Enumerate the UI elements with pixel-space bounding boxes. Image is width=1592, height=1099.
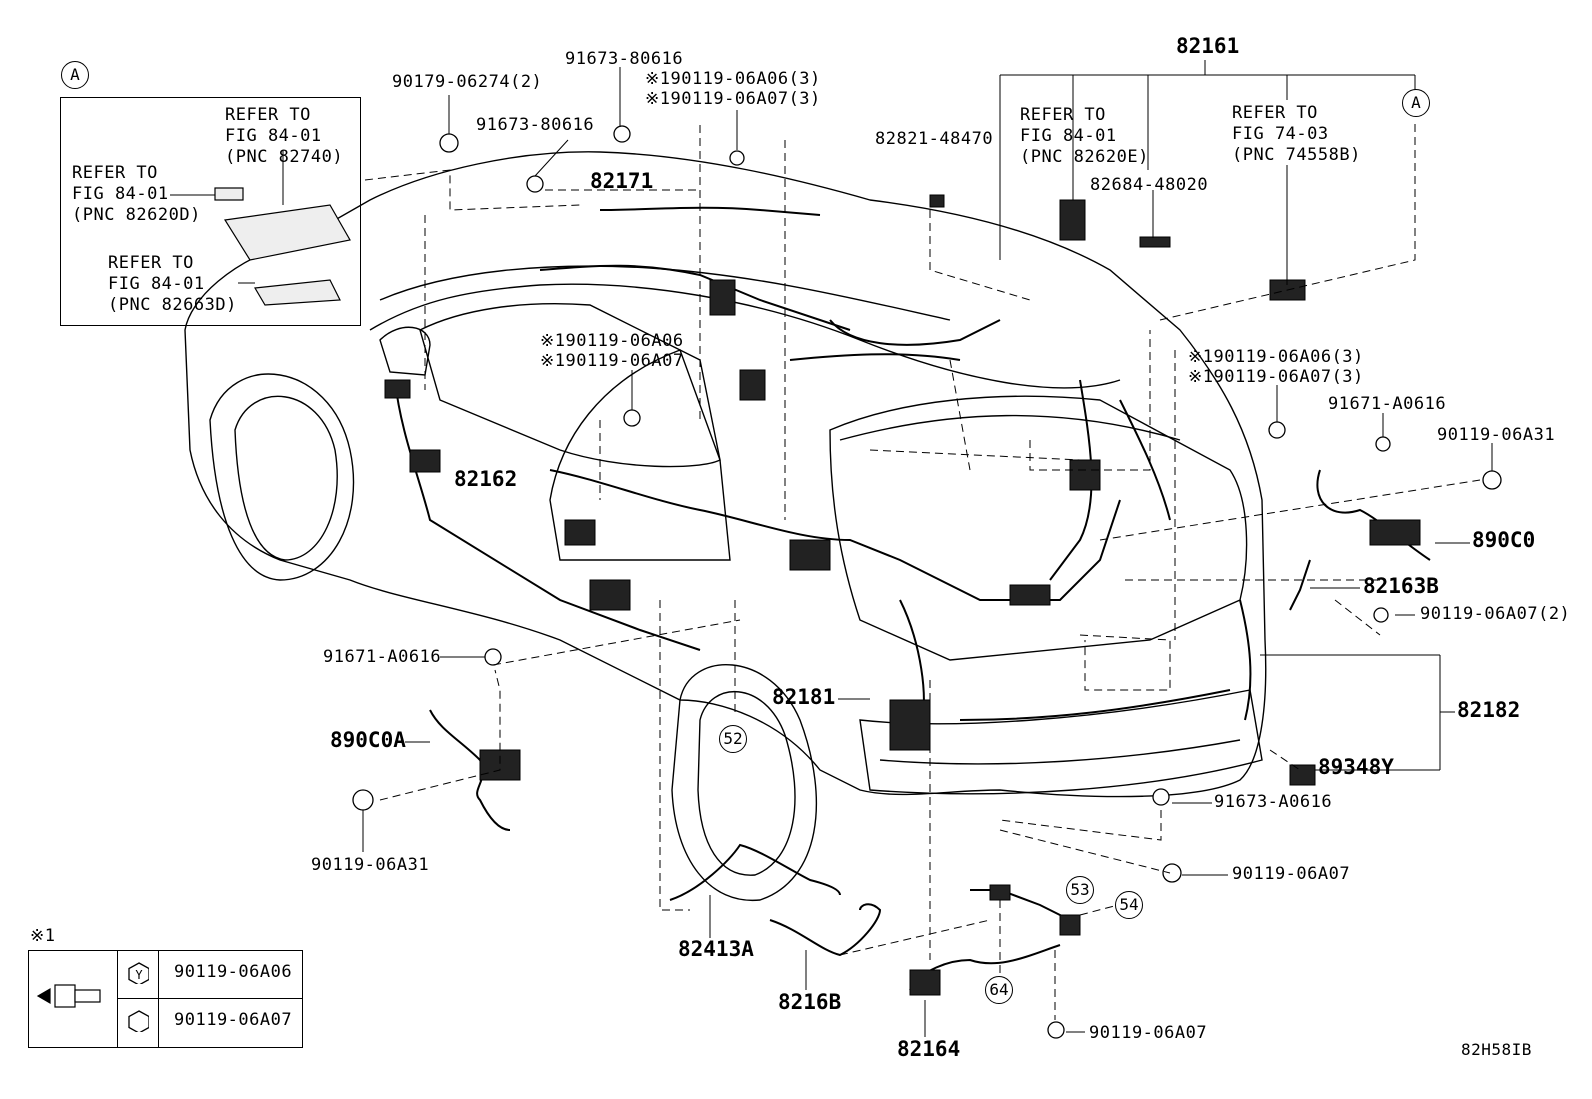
callout-53: 53: [1066, 876, 1094, 904]
part-82164: 82164: [897, 1037, 961, 1061]
legend-y-symbol: Y: [135, 968, 143, 982]
refer-82620e-line1: REFER TO: [1020, 105, 1106, 125]
rear-wheel: [671, 664, 818, 902]
harness-82413a: [669, 843, 841, 901]
part-190119-06a06-3-top: ※190119-06A06(3): [645, 69, 821, 89]
part-190119-06a06-mid: ※190119-06A06: [540, 331, 684, 351]
inset-a-refer-82620d-line2: FIG 84-01: [72, 184, 169, 204]
harness-890c0: [1316, 469, 1431, 561]
harness-82171: [599, 206, 821, 216]
inset-a-refer-82663d-line2: FIG 84-01: [108, 274, 205, 294]
inset-a-refer-82740-line2: FIG 84-01: [225, 126, 322, 146]
rear-bumper: [859, 689, 1263, 795]
hex-y-icon: Y: [128, 962, 149, 984]
fastener-legend: Y 90119-06A06 90119-06A07: [28, 950, 303, 1048]
part-82821-48470: 82821-48470: [875, 129, 994, 149]
part-190119-06a07-3-top: ※190119-06A07(3): [645, 89, 821, 109]
legend-row2-part: 90119-06A07: [174, 1010, 293, 1030]
part-82182: 82182: [1457, 698, 1521, 722]
part-91673-80616-mid: 91673-80616: [476, 115, 595, 135]
part-8216b: 8216B: [778, 990, 842, 1014]
part-190119-06a07-mid: ※190119-06A07: [540, 351, 684, 371]
harness-82163b: [1289, 559, 1311, 611]
vehicle-body-outline: [184, 151, 1267, 798]
part-91673-80616-top: 91673-80616: [565, 49, 684, 69]
rear-hatch: [829, 395, 1248, 661]
inset-a-refer-82740-line3: (PNC 82740): [225, 147, 344, 167]
part-190119-06a06-3-right: ※190119-06A06(3): [1188, 347, 1364, 367]
left-wheel: [209, 373, 355, 581]
callout-64: 64: [985, 976, 1013, 1004]
part-90119-06a31-right: 90119-06A31: [1437, 425, 1556, 445]
harness-890c0a: [429, 709, 511, 831]
callout-52: 52: [719, 725, 747, 753]
part-91671-a0616-left: 91671-A0616: [323, 647, 442, 667]
legend-marker: ※1: [30, 926, 56, 946]
inset-a-box: [60, 97, 361, 326]
refer-74558b-line1: REFER TO: [1232, 103, 1318, 123]
part-90119-06a07-bottom: 90119-06A07: [1089, 1023, 1208, 1043]
part-82413a: 82413A: [678, 937, 754, 961]
callout-54: 54: [1115, 891, 1143, 919]
part-82684-48020: 82684-48020: [1090, 175, 1209, 195]
part-90119-06a07-2: 90119-06A07(2): [1420, 604, 1571, 624]
part-89348y: 89348Y: [1318, 755, 1394, 779]
figure-code: 82H58IB: [1461, 1040, 1532, 1059]
harness-82162: [394, 379, 701, 651]
harness-8216b: [769, 903, 882, 957]
part-890c0a: 890C0A: [330, 728, 406, 752]
part-91673-a0616: 91673-A0616: [1214, 792, 1333, 812]
part-90179-06274: 90179-06274(2): [392, 72, 543, 92]
part-90119-06a07-b: 90119-06A07: [1232, 864, 1351, 884]
refer-74558b-line3: (PNC 74558B): [1232, 145, 1361, 165]
inset-a-refer-82663d-line1: REFER TO: [108, 253, 194, 273]
inset-a-refer-82663d-line3: (PNC 82663D): [108, 295, 237, 315]
refer-82620e-line3: (PNC 82620E): [1020, 147, 1149, 167]
refer-82620e-line2: FIG 84-01: [1020, 126, 1117, 146]
inset-a-refer-82740-line1: REFER TO: [225, 105, 311, 125]
part-890c0: 890C0: [1472, 528, 1536, 552]
refer-74558b-line2: FIG 74-03: [1232, 124, 1329, 144]
legend-row1-part: 90119-06A06: [174, 962, 293, 982]
inset-a-marker: A: [61, 61, 89, 89]
part-190119-06a07-3-right: ※190119-06A07(3): [1188, 367, 1364, 387]
part-82163b: 82163B: [1363, 574, 1439, 598]
inset-a-refer-82620d-line3: (PNC 82620D): [72, 205, 201, 225]
part-90119-06a31-left: 90119-06A31: [311, 855, 430, 875]
callout-a-right: A: [1402, 89, 1430, 117]
part-82171: 82171: [590, 169, 654, 193]
part-82181: 82181: [772, 685, 836, 709]
part-82161: 82161: [1176, 34, 1240, 58]
inset-a-refer-82620d-line1: REFER TO: [72, 163, 158, 183]
part-82162: 82162: [454, 467, 518, 491]
hex-plain-icon: [128, 1010, 149, 1032]
part-91671-a0616-right: 91671-A0616: [1328, 394, 1447, 414]
